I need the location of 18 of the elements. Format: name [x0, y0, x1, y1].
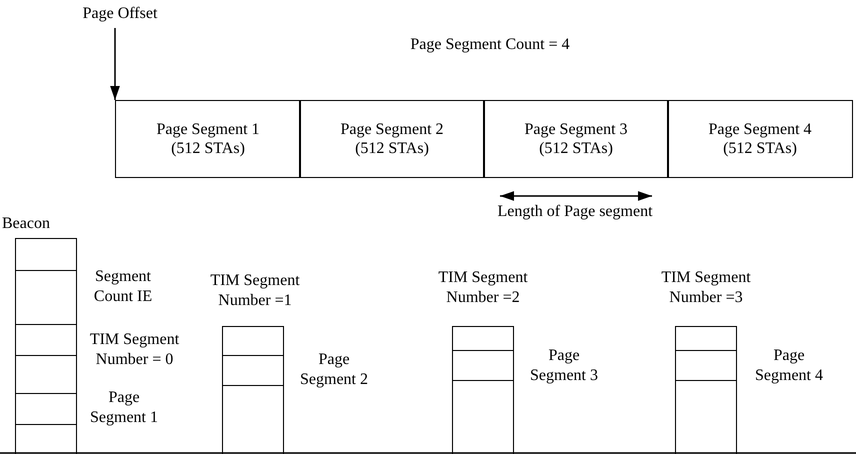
page-segment-box: Page Segment 2 (512 STAs) — [299, 100, 485, 178]
dimension-label: Length of Page segment — [496, 202, 654, 222]
page-segment-box: Page Segment 3 (512 STAs) — [483, 100, 669, 178]
page-segment-box: Page Segment 1 (512 STAs) — [115, 100, 301, 178]
field-label: Page Segment 1 — [89, 388, 159, 428]
field-label: Page Segment 2 — [299, 350, 369, 390]
page-segment-box: Page Segment 4 (512 STAs) — [667, 100, 853, 178]
arrow — [110, 28, 120, 100]
frame-heading: TIM Segment Number =3 — [660, 268, 752, 308]
frame-heading: TIM Segment Number =1 — [209, 271, 301, 311]
field-label: Page Segment 3 — [529, 346, 599, 386]
offset-label: Page Offset — [70, 4, 170, 24]
frame-heading: Beacon — [2, 214, 51, 234]
frame-heading: TIM Segment Number =2 — [437, 268, 529, 308]
field-label: Segment Count IE — [92, 267, 154, 307]
field-label: TIM Segment Number = 0 — [88, 330, 180, 370]
count-label: Page Segment Count = 4 — [409, 35, 571, 55]
field-label: Page Segment 4 — [754, 346, 824, 386]
